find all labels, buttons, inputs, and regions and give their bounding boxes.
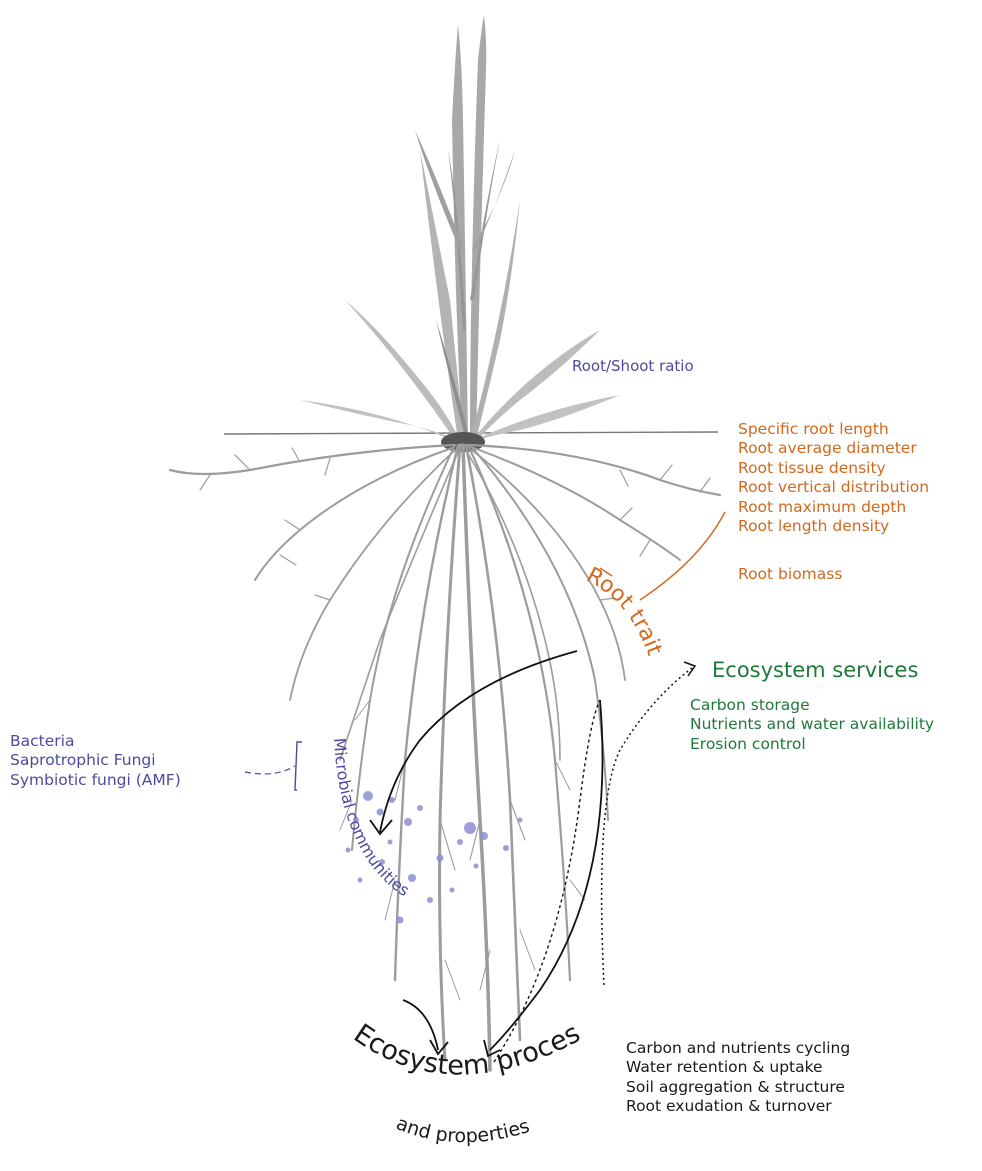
process-item: Root exudation & turnover [626, 1097, 850, 1116]
root-trait-item: Root maximum depth [738, 498, 929, 517]
ecosystem-processes-list: Carbon and nutrients cycling Water reten… [626, 1039, 850, 1117]
root-traits-bracket [640, 512, 725, 600]
ecosystem-services-list: Carbon storage Nutrients and water avail… [690, 696, 934, 754]
process-item: Soil aggregation & structure [626, 1078, 850, 1097]
root-trait-item: Root tissue density [738, 459, 929, 478]
ecosystem-processes-subtitle: and properties [393, 1112, 532, 1147]
ecosystem-processes-title: Ecosystem processes [0, 0, 585, 1082]
root-shoot-ratio-label: Root/Shoot ratio [572, 357, 694, 376]
root-biomass-label: Root biomass [738, 565, 842, 584]
root-traits-list: Specific root length Root average diamet… [738, 420, 929, 536]
root-trait-item: Root length density [738, 517, 929, 536]
microbe-item: Saprotrophic Fungi [10, 751, 181, 770]
microbe-item: Bacteria [10, 732, 181, 751]
arrow-to-services [602, 668, 692, 985]
ecosystem-services-title: Ecosystem services [712, 657, 918, 683]
root-trait-item: Root average diameter [738, 439, 929, 458]
plant-shoot [300, 15, 620, 440]
root-trait-item: Root vertical distribution [738, 478, 929, 497]
microbial-list: Bacteria Saprotrophic Fungi Symbiotic fu… [10, 732, 181, 790]
microbial-bracket [295, 742, 302, 790]
root-system [170, 445, 720, 1070]
root-trait-item: Specific root length [738, 420, 929, 439]
microbe-item: Symbiotic fungi (AMF) [10, 771, 181, 790]
arrow-processes-to-traits [494, 700, 600, 1062]
service-item: Carbon storage [690, 696, 934, 715]
root-traits-title: Root traits [0, 0, 667, 659]
service-item: Erosion control [690, 735, 934, 754]
process-item: Water retention & uptake [626, 1058, 850, 1077]
process-arrows [370, 651, 603, 1062]
service-item: Nutrients and water availability [690, 715, 934, 734]
process-item: Carbon and nutrients cycling [626, 1039, 850, 1058]
